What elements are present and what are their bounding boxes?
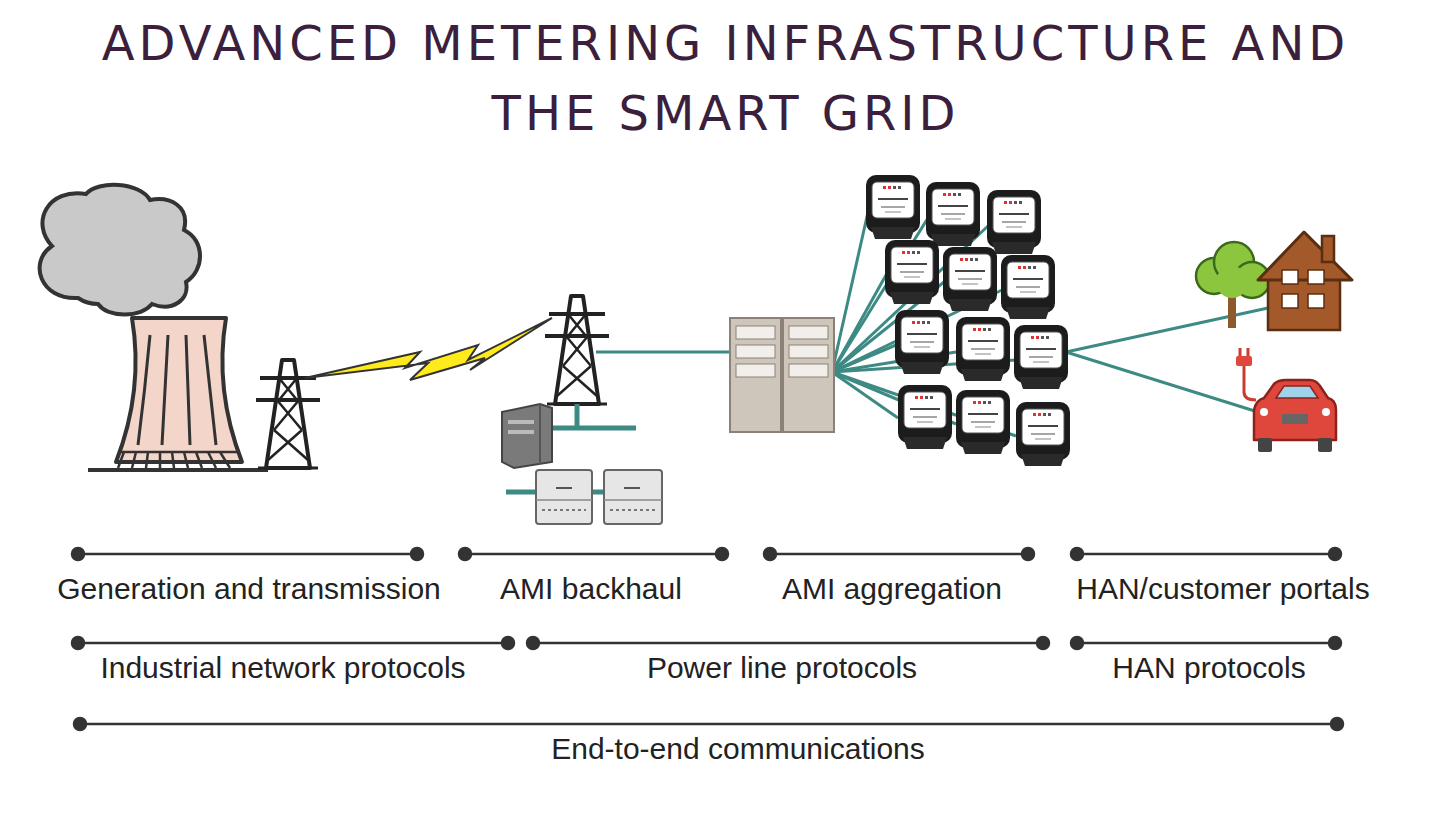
- pylon: [545, 296, 609, 404]
- scope-label: End-to-end communications: [548, 731, 928, 767]
- segment-label: Generation and transmission: [54, 571, 444, 607]
- server-cabinets: [730, 318, 834, 432]
- house-and-tree: [1196, 232, 1352, 330]
- electric-car: [1236, 348, 1336, 452]
- diagram-title: ADVANCED METERING INFRASTRUCTURE AND THE…: [58, 8, 1393, 148]
- smoke-cloud: [40, 185, 200, 315]
- segment-label: AMI aggregation: [779, 571, 1005, 607]
- backhaul-equipment: [502, 404, 662, 524]
- segment-label: AMI backhaul: [497, 571, 685, 607]
- protocol-label: Industrial network protocols: [97, 650, 468, 686]
- lightning-bolt: [305, 318, 552, 380]
- segment-label: HAN/customer portals: [1073, 571, 1372, 607]
- cooling-tower: [88, 318, 268, 470]
- protocol-label: HAN protocols: [1109, 650, 1308, 686]
- protocol-label: Power line protocols: [644, 650, 920, 686]
- smart-meters: [866, 175, 1070, 466]
